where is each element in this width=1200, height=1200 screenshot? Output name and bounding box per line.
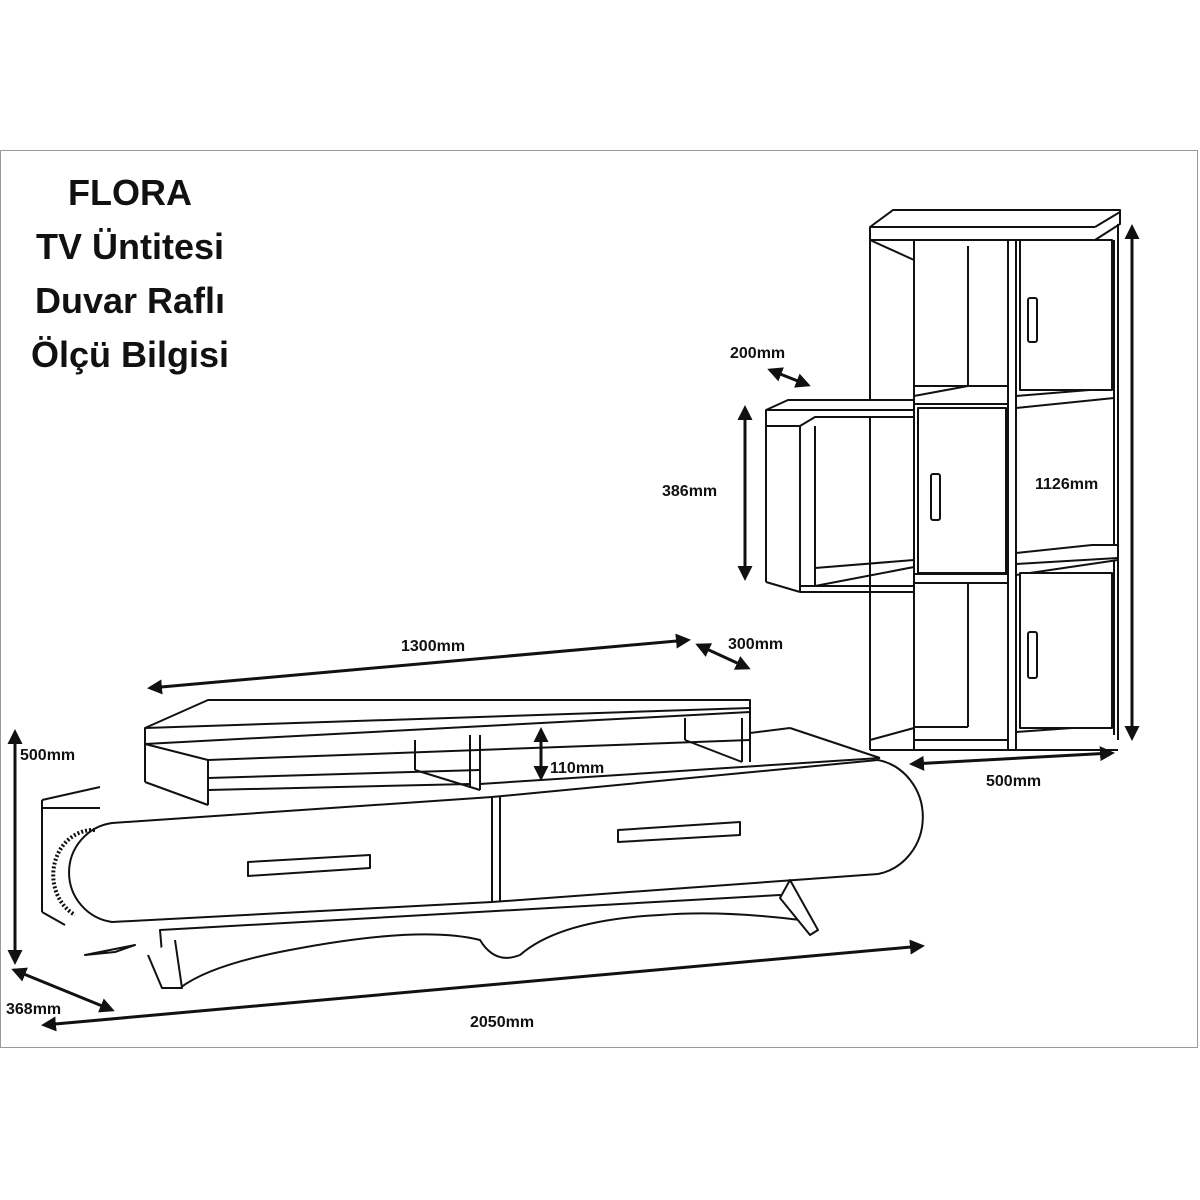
dim-line-200 [767, 367, 811, 388]
tv-handle [247, 854, 371, 877]
dim-label-tv-width: 2050mm [470, 1014, 534, 1031]
dimension-labels: 200mm 386mm 1126mm 500mm 1300mm 300mm 50… [6, 345, 1098, 1031]
shelf-door-lower [1019, 572, 1113, 729]
shelf-handle [1027, 631, 1038, 679]
dim-label-shelf-depth: 200mm [730, 345, 785, 362]
dim-label-top-width: 1300mm [401, 638, 465, 655]
wall-shelf-unit [765, 209, 1121, 751]
dim-line-1300 [147, 633, 691, 695]
dim-label-shelf-height: 386mm [662, 483, 717, 500]
tv-unit [41, 699, 924, 989]
dim-label-niche-height: 110mm [550, 760, 604, 777]
shelf-door-upper [1019, 239, 1113, 391]
dimension-lines [7, 224, 1140, 1032]
title-line-1: FLORA [68, 172, 192, 213]
diagram-frame [0, 150, 1198, 1048]
title-line-2: TV Üntitesi [35, 226, 224, 267]
tv-top-shelf [144, 699, 751, 745]
title-line-3: Duvar Raflı [34, 280, 226, 321]
shelf-handle [1027, 297, 1038, 343]
title-line-4: Ölçü Bilgisi [30, 334, 230, 375]
dim-line-2050 [41, 939, 925, 1032]
dim-line-300 [695, 643, 751, 670]
side-shelf-top [765, 399, 915, 427]
product-title: FLORA TV Üntitesi Duvar Raflı Ölçü Bilgi… [0, 166, 260, 382]
shelf-handle [930, 473, 941, 521]
dim-label-shelf-unit-height: 1126mm [1035, 476, 1098, 493]
dim-label-top-depth: 300mm [728, 636, 783, 653]
dim-label-shelf-unit-width: 500mm [986, 773, 1041, 790]
dim-label-tv-height: 500mm [20, 747, 75, 764]
dim-label-tv-depth: 368mm [6, 1001, 61, 1018]
tv-handle [617, 821, 741, 843]
dim-line-500-shelf [909, 746, 1115, 771]
shelf-door-middle [917, 407, 1007, 574]
shelf-top-board [869, 209, 1121, 241]
